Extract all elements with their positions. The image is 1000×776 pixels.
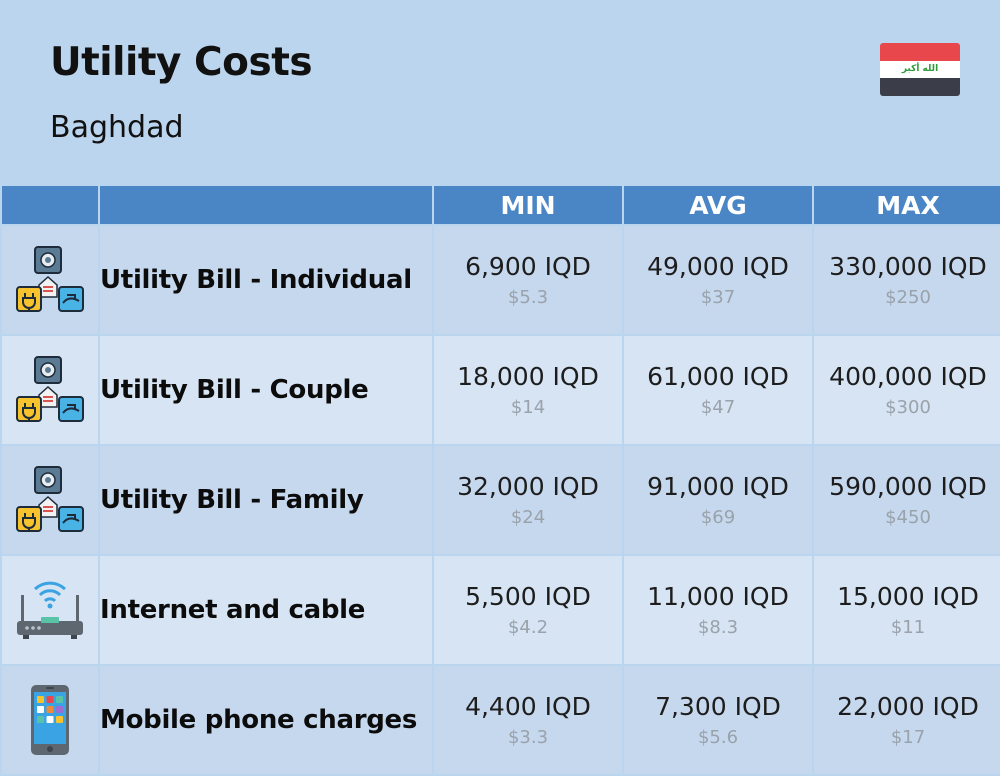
flag-black-stripe [880,78,960,96]
row-label: Mobile phone charges [100,666,432,774]
max-iqd: 15,000 IQD [837,582,979,611]
table-row: Utility Bill - Family 32,000 IQD $24 91,0… [2,446,1000,554]
row-icon-cell [2,556,98,664]
max-usd: $450 [885,507,931,528]
avg-usd: $5.6 [697,727,739,748]
row-icon-cell [2,336,98,444]
table-header-row: MIN AVG MAX [2,186,1000,224]
avg-iqd: 7,300 IQD [655,692,781,721]
max-usd: $11 [890,617,926,638]
cost-table: MIN AVG MAX [0,184,1000,776]
avg-cell: 11,000 IQD $8.3 [624,556,812,664]
table-row: Utility Bill - Individual 6,900 IQD$5.3 … [2,226,1000,334]
flag-red-stripe [880,43,960,61]
avg-iqd: 91,000 IQD [647,472,789,501]
max-iqd: 400,000 IQD [829,362,987,391]
min-iqd: 18,000 IQD [457,362,599,391]
min-cell: 18,000 IQD $14 [434,336,622,444]
min-cell: 5,500 IQD $4.2 [434,556,622,664]
max-usd: $300 [885,397,931,418]
row-icon-cell [2,446,98,554]
column-header-min: MIN [434,186,622,224]
utilities-icon [16,246,84,312]
min-iqd: 4,400 IQD [465,692,591,721]
min-usd: $3.3 [507,727,549,748]
row-icon-cell [2,666,98,774]
min-cell: 4,400 IQD $3.3 [434,666,622,774]
row-label: Internet and cable [100,556,432,664]
avg-cell: 7,300 IQD $5.6 [624,666,812,774]
page-title: Utility Costs [50,40,313,85]
smartphone-icon [31,685,69,755]
avg-iqd: 61,000 IQD [647,362,789,391]
table-row: Internet and cable 5,500 IQD $4.2 11,000 … [2,556,1000,664]
avg-usd: $69 [700,507,736,528]
max-cell: 22,000 IQD $17 [814,666,1000,774]
min-iqd: 5,500 IQD [465,582,591,611]
utilities-icon [16,356,84,422]
min-usd: $5.3 [507,287,549,308]
row-label: Utility Bill - Individual [100,226,432,334]
max-usd: $17 [890,727,926,748]
column-header-label [100,186,432,224]
max-iqd: 330,000 IQD [829,252,987,281]
min-iqd: 6,900 IQD [465,252,591,281]
avg-cell: 49,000 IQD $37 [624,226,812,334]
row-label: Utility Bill - Couple [100,336,432,444]
max-cell: 590,000 IQD $450 [814,446,1000,554]
max-cell: 400,000 IQD $300 [814,336,1000,444]
city-name: Baghdad [50,110,184,145]
min-cell: 32,000 IQD $24 [434,446,622,554]
flag-takbir-script: الله أكبر [901,64,939,75]
row-label: Utility Bill - Family [100,446,432,554]
max-cell: 330,000 IQD $250 [814,226,1000,334]
max-cell: 15,000 IQD $11 [814,556,1000,664]
column-header-max: MAX [814,186,1000,224]
iraq-flag-icon: الله أكبر [880,43,960,96]
row-icon-cell [2,226,98,334]
avg-cell: 61,000 IQD $47 [624,336,812,444]
avg-iqd: 49,000 IQD [647,252,789,281]
min-usd: $24 [510,507,546,528]
avg-cell: 91,000 IQD $69 [624,446,812,554]
table-row: Mobile phone charges 4,400 IQD $3.3 7,300… [2,666,1000,774]
avg-usd: $47 [700,397,736,418]
min-cell: 6,900 IQD $5.3 [434,226,622,334]
min-usd: $4.2 [507,617,549,638]
utilities-icon [16,466,84,532]
max-iqd: 590,000 IQD [829,472,987,501]
avg-iqd: 11,000 IQD [647,582,789,611]
avg-usd: $8.3 [697,617,739,638]
column-header-avg: AVG [624,186,812,224]
table-row: Utility Bill - Couple 18,000 IQD $14 61,0… [2,336,1000,444]
flag-white-stripe: الله أكبر [880,60,960,79]
router-icon [17,581,83,639]
max-usd: $250 [885,287,931,308]
min-usd: $14 [510,397,546,418]
min-iqd: 32,000 IQD [457,472,599,501]
avg-usd: $37 [700,287,736,308]
column-header-icon [2,186,98,224]
max-iqd: 22,000 IQD [837,692,979,721]
